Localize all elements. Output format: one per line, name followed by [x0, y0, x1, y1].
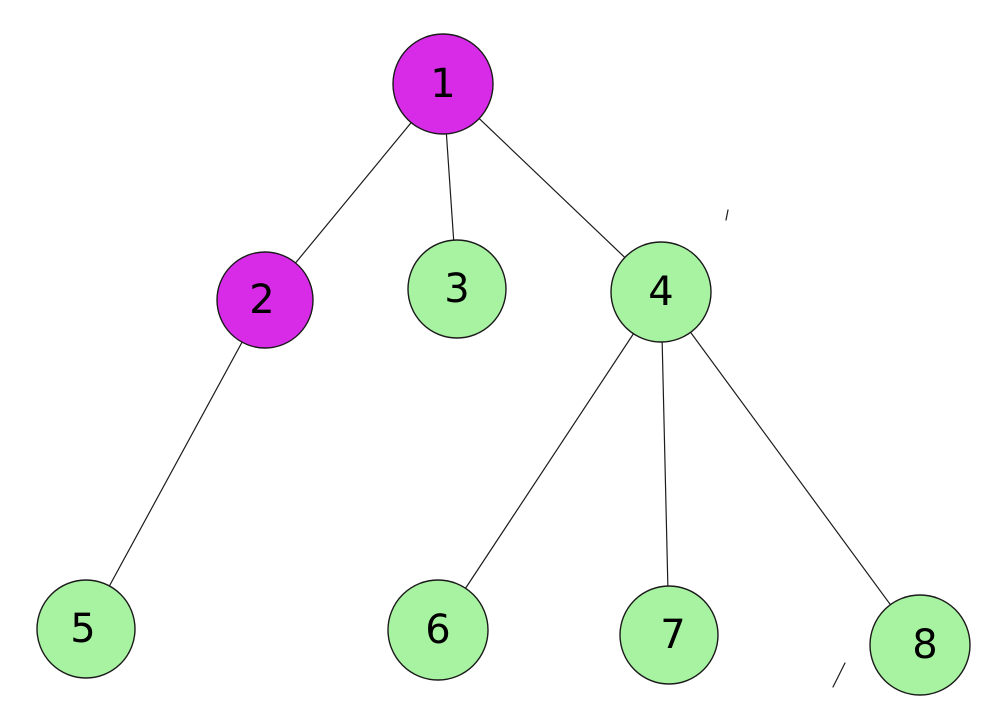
node-label-8: 8	[912, 622, 937, 668]
node-6[interactable]: 6	[387, 579, 489, 681]
node-label-5: 5	[70, 606, 95, 652]
edge-2-5	[85, 299, 266, 630]
node-circle-3[interactable]	[407, 239, 507, 339]
node-circle-4[interactable]	[610, 241, 712, 343]
stray-tick-1	[725, 209, 729, 221]
node-label-3: 3	[444, 266, 469, 312]
node-2[interactable]: 2	[216, 251, 314, 349]
edge-4-7	[660, 291, 670, 636]
node-circle-2[interactable]	[216, 251, 314, 349]
node-5[interactable]: 5	[36, 579, 136, 679]
node-label-4: 4	[648, 269, 673, 315]
node-label-1: 1	[430, 61, 455, 107]
node-circle-5[interactable]	[36, 579, 136, 679]
edge-4-6	[437, 291, 662, 631]
node-label-7: 7	[660, 612, 685, 658]
node-8[interactable]: 8	[869, 594, 971, 696]
edge-4-8	[660, 291, 921, 646]
node-circle-8[interactable]	[869, 594, 971, 696]
node-circle-6[interactable]	[387, 579, 489, 681]
nodes-layer: 1 2 3 4 5 6 7 8	[36, 33, 971, 696]
node-label-2: 2	[249, 277, 274, 323]
edges-layer	[85, 83, 921, 646]
node-1[interactable]: 1	[392, 33, 494, 135]
node-circle-7[interactable]	[619, 585, 719, 685]
node-label-6: 6	[425, 607, 450, 653]
node-circle-1[interactable]	[392, 33, 494, 135]
marks-layer	[725, 209, 846, 688]
node-7[interactable]: 7	[619, 585, 719, 685]
node-3[interactable]: 3	[407, 239, 507, 339]
stray-tick-2	[832, 662, 846, 688]
node-4[interactable]: 4	[610, 241, 712, 343]
